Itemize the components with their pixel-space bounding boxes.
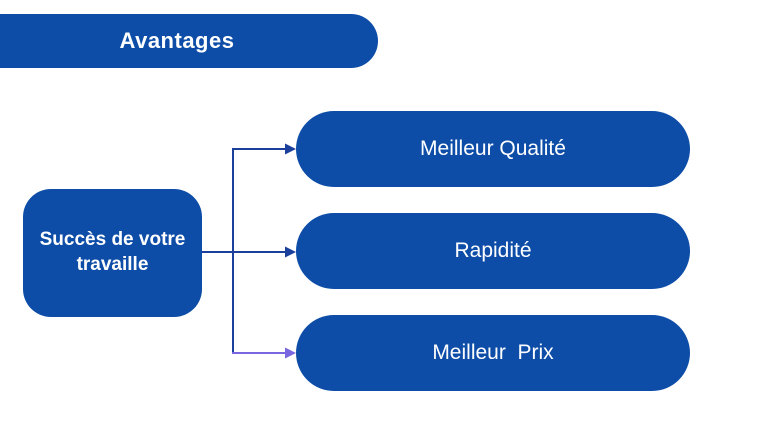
branch-pill-rapidite: Rapidité [296, 213, 690, 289]
root-node-box: Succès de votre travaille [23, 189, 202, 317]
root-node-label-line1: Succès de votre [39, 229, 186, 251]
arrowhead-middle [285, 246, 296, 258]
arrowhead-bottom [285, 347, 296, 359]
branch-pill-label: Rapidité [454, 239, 532, 262]
title-banner: Avantages [0, 14, 378, 68]
branch-pill-prix: Meilleur Prix [296, 315, 690, 391]
arrowhead-top [285, 143, 296, 155]
branch-pill-qualite: Meilleur Qualité [296, 111, 690, 187]
page-title: Avantages [119, 28, 235, 53]
root-node-label-line2: travaille [76, 254, 149, 275]
branch-pill-label: Meilleur Qualité [420, 137, 566, 160]
branch-pill-label: Meilleur Prix [432, 341, 554, 364]
